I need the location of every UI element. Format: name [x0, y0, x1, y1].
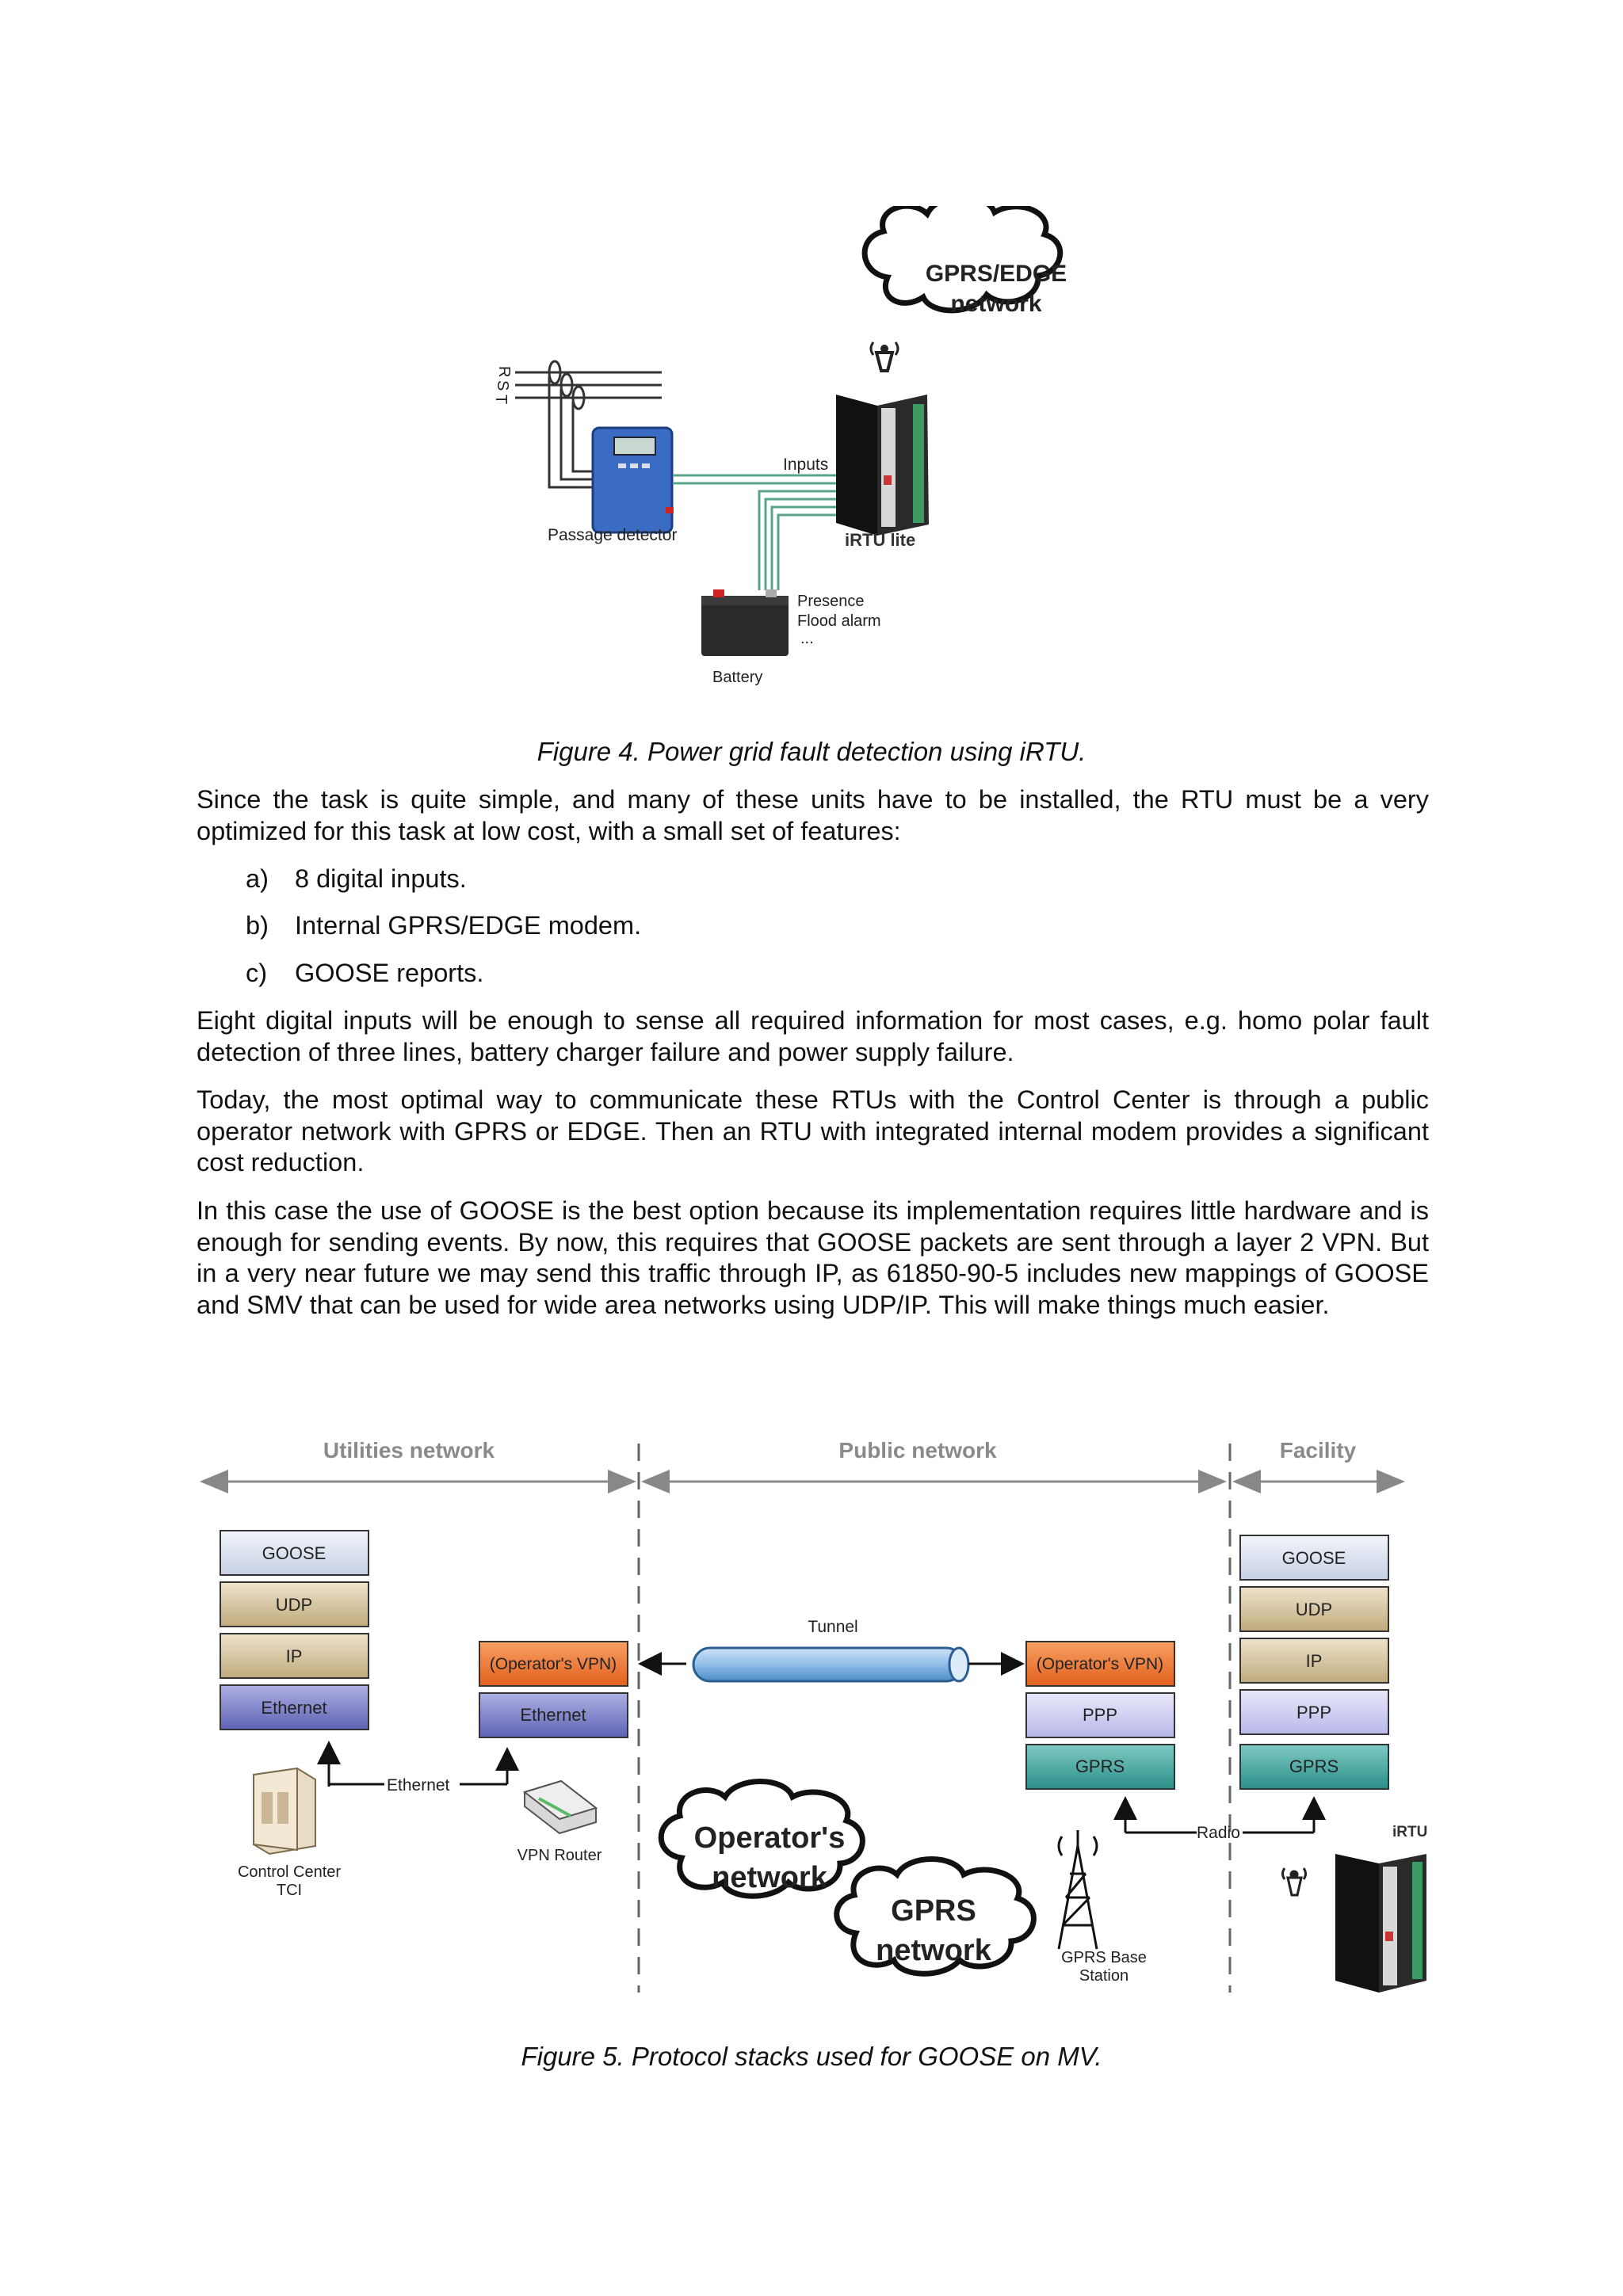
- right-stack-ip: IP: [1306, 1651, 1323, 1671]
- list-marker: a): [246, 864, 269, 893]
- battery-label: Battery: [712, 669, 762, 686]
- passage-detector-label: Passage detector: [548, 526, 677, 544]
- operators-network-cloud: Operator's network: [658, 1779, 865, 1899]
- gprs-network-cloud: GPRS network: [834, 1856, 1037, 1977]
- phase-label-s: S: [494, 380, 511, 391]
- zone-facility-label: Facility: [1280, 1438, 1357, 1463]
- cloud-label-line2: network: [950, 291, 1041, 317]
- list-item: a) 8 digital inputs.: [246, 864, 467, 894]
- left-stack-udp: UDP: [276, 1595, 312, 1615]
- ethernet-link: [317, 1741, 519, 1787]
- phase-label-r: R: [495, 366, 513, 377]
- irtu-device: [1335, 1854, 1426, 1993]
- figure-4-caption: Figure 4. Power grid fault detection usi…: [537, 737, 1086, 766]
- base-station-sublabel: Station: [1079, 1967, 1128, 1985]
- router-stack-ethernet: Ethernet: [520, 1705, 586, 1725]
- left-protocol-stack: GOOSE UDP IP Ethernet: [220, 1530, 369, 1730]
- left-stack-goose: GOOSE: [262, 1543, 327, 1563]
- list-text: 8 digital inputs.: [295, 864, 467, 893]
- left-stack-ip: IP: [286, 1646, 303, 1666]
- paragraph-digital-inputs: Eight digital inputs will be enough to s…: [197, 1006, 1429, 1066]
- control-center-sublabel: TCI: [277, 1882, 302, 1899]
- base-station-tower-icon: [1057, 1830, 1098, 1950]
- vpn-router-icon: [522, 1779, 598, 1835]
- zone-public-label: Public network: [838, 1438, 997, 1463]
- alarm-label-presence: Presence: [797, 593, 865, 610]
- right-protocol-stack: GOOSE UDP IP PPP GPRS: [1239, 1535, 1389, 1790]
- operators-cloud-line1: Operator's: [694, 1821, 846, 1855]
- figure-5-caption: Figure 5. Protocol stacks used for GOOSE…: [521, 2042, 1102, 2071]
- irtu-lite-device: [836, 395, 929, 536]
- list-text: Internal GPRS/EDGE modem.: [295, 911, 642, 940]
- paragraph-communication: Today, the most optimal way to communica…: [197, 1085, 1429, 1177]
- phase-label-t: T: [492, 395, 510, 404]
- antenna-icon: [869, 341, 899, 372]
- gprs-edge-cloud: GPRS/EDGE network: [861, 206, 1067, 317]
- modem-stack-gprs: GPRS: [1075, 1756, 1125, 1776]
- zone-utilities-label: Utilities network: [323, 1438, 495, 1463]
- zone-dividers: [637, 1444, 1232, 1993]
- base-station-label: GPRS Base: [1061, 1949, 1147, 1966]
- router-stack-vpn: (Operator's VPN): [490, 1655, 617, 1673]
- right-stack-gprs: GPRS: [1289, 1756, 1338, 1776]
- list-item: b) Internal GPRS/EDGE modem.: [246, 910, 641, 941]
- left-stack-ethernet: Ethernet: [261, 1698, 327, 1718]
- list-item: c) GOOSE reports.: [246, 958, 483, 989]
- paragraph-goose-option: In this case the use of GOOSE is the bes…: [197, 1196, 1429, 1319]
- irtu-lite-label: iRTU lite: [845, 530, 915, 550]
- operators-cloud-line2: network: [712, 1861, 828, 1894]
- inputs-label: Inputs: [783, 456, 828, 474]
- vpn-tunnel: [638, 1646, 1025, 1683]
- radio-link-label: Radio: [1197, 1824, 1240, 1842]
- figure-5-diagram: Utilities network Public network Facilit…: [200, 1438, 1427, 1993]
- alarm-label-more: ...: [800, 630, 814, 647]
- paragraph-features-intro: Since the task is quite simple, and many…: [197, 785, 1429, 845]
- modem-stack-ppp: PPP: [1083, 1705, 1117, 1725]
- figure-4-diagram: GPRS/EDGE network R S T Passage detector: [492, 206, 1067, 686]
- battery-icon: [701, 589, 789, 656]
- list-marker: b): [246, 911, 269, 940]
- modem-stack-vpn: (Operator's VPN): [1037, 1655, 1163, 1673]
- passage-detector-device: [591, 426, 674, 534]
- tunnel-label: Tunnel: [808, 1618, 857, 1636]
- router-protocol-stack: (Operator's VPN) Ethernet: [479, 1641, 628, 1738]
- control-center-label: Control Center: [238, 1863, 341, 1881]
- irtu-label: iRTU: [1392, 1824, 1427, 1840]
- list-text: GOOSE reports.: [295, 959, 484, 987]
- list-marker: c): [246, 959, 268, 987]
- alarm-label-flood: Flood alarm: [797, 612, 881, 630]
- gprs-cloud-line1: GPRS: [891, 1894, 976, 1928]
- irtu-antenna-icon: [1281, 1867, 1307, 1897]
- right-stack-udp: UDP: [1296, 1600, 1332, 1619]
- right-stack-goose: GOOSE: [1282, 1548, 1346, 1568]
- right-stack-ppp: PPP: [1296, 1703, 1331, 1722]
- modem-protocol-stack: (Operator's VPN) PPP GPRS: [1025, 1641, 1175, 1790]
- input-wires: [674, 474, 838, 590]
- cloud-label-line1: GPRS/EDGE: [926, 261, 1067, 287]
- ethernet-link-label: Ethernet: [387, 1776, 450, 1794]
- vpn-router-label: VPN Router: [517, 1847, 602, 1864]
- gprs-cloud-line2: network: [876, 1934, 992, 1967]
- control-center-server-icon: [253, 1767, 316, 1855]
- radio-link: [1113, 1796, 1326, 1834]
